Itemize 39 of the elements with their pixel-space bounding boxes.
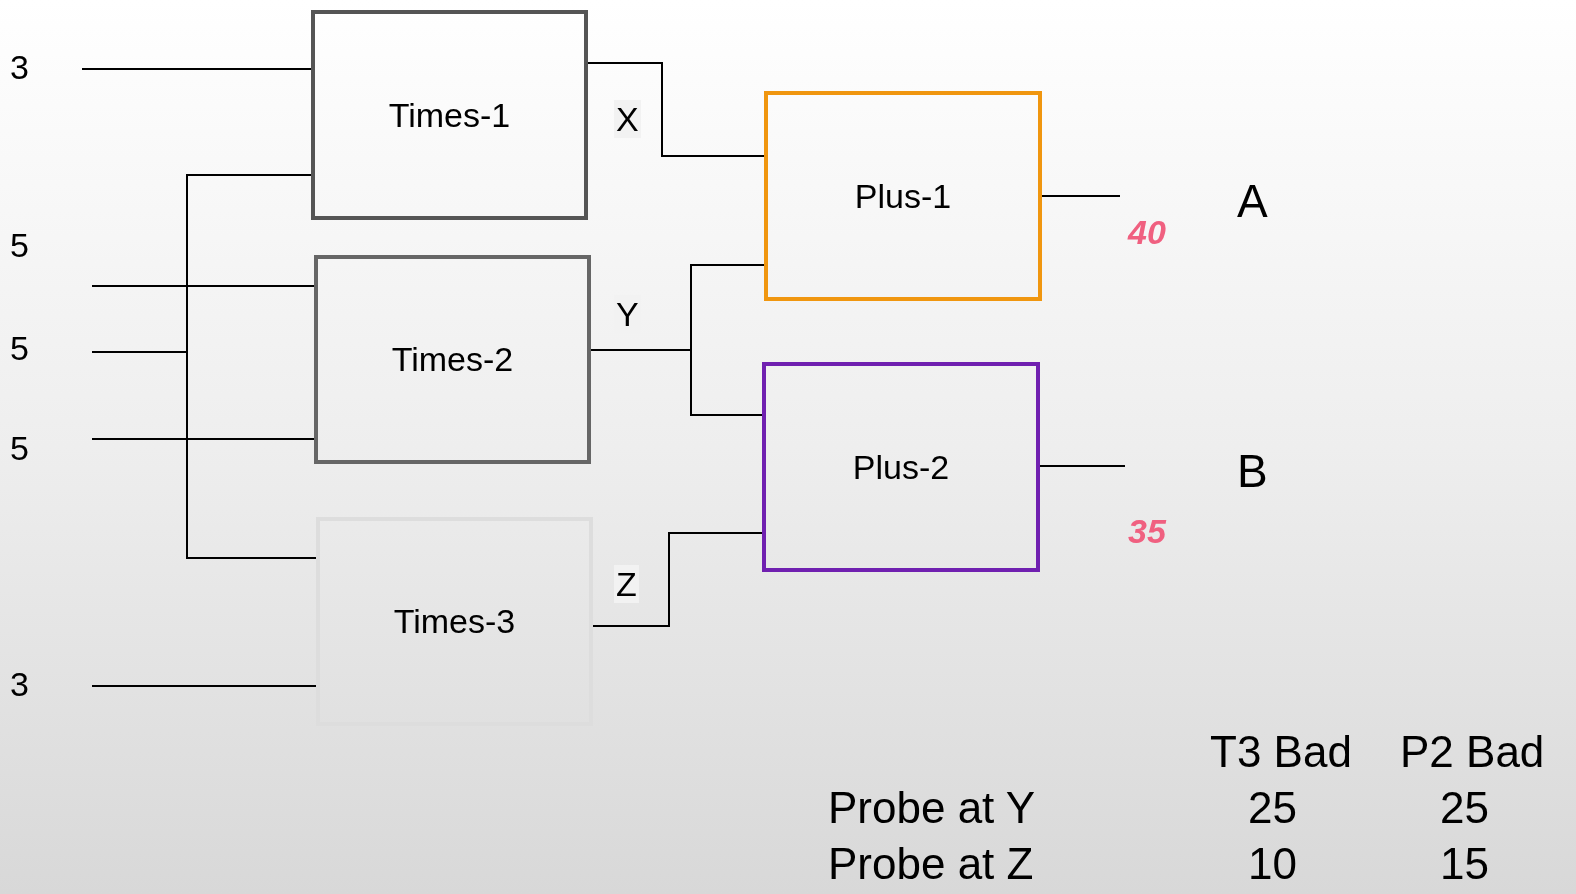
- table-value: 10: [1248, 840, 1297, 889]
- process-box: [311, 10, 588, 220]
- box-label: Plus-1: [854, 176, 952, 216]
- box-label: Times-3: [393, 602, 516, 641]
- wire: [592, 532, 763, 627]
- wire: [91, 285, 315, 287]
- process-box: [316, 517, 593, 726]
- output-value: 35: [1128, 513, 1166, 551]
- table-value: 25: [1440, 784, 1489, 833]
- row-header: Probe at Y: [828, 784, 1036, 833]
- row-header: Probe at Z: [828, 840, 1034, 889]
- process-box: [314, 255, 591, 464]
- wire: [1039, 465, 1126, 467]
- output-name: A: [1237, 176, 1268, 227]
- wire: [1041, 195, 1121, 197]
- input-value: 3: [10, 48, 29, 87]
- box-label: Times-1: [388, 95, 511, 135]
- wire: [91, 351, 317, 559]
- wire: [587, 62, 765, 157]
- wire: [590, 349, 763, 416]
- table-value: 25: [1248, 784, 1297, 833]
- box-label: Times-2: [391, 340, 514, 379]
- output-value: 40: [1128, 214, 1166, 252]
- wire: [81, 68, 312, 70]
- output-name: B: [1237, 446, 1268, 497]
- column-header: T3 Bad: [1210, 728, 1352, 777]
- process-box: [762, 362, 1040, 572]
- column-header: P2 Bad: [1400, 728, 1545, 777]
- input-value: 5: [10, 429, 29, 468]
- process-box: [764, 91, 1042, 301]
- box-label: Plus-2: [852, 447, 950, 487]
- edge-label: Z: [614, 565, 639, 603]
- wire: [91, 685, 317, 687]
- input-value: 3: [10, 665, 29, 704]
- edge-label: X: [614, 100, 641, 138]
- wire: [91, 438, 315, 440]
- table-value: 15: [1440, 840, 1489, 889]
- input-value: 5: [10, 226, 29, 265]
- input-value: 5: [10, 329, 29, 368]
